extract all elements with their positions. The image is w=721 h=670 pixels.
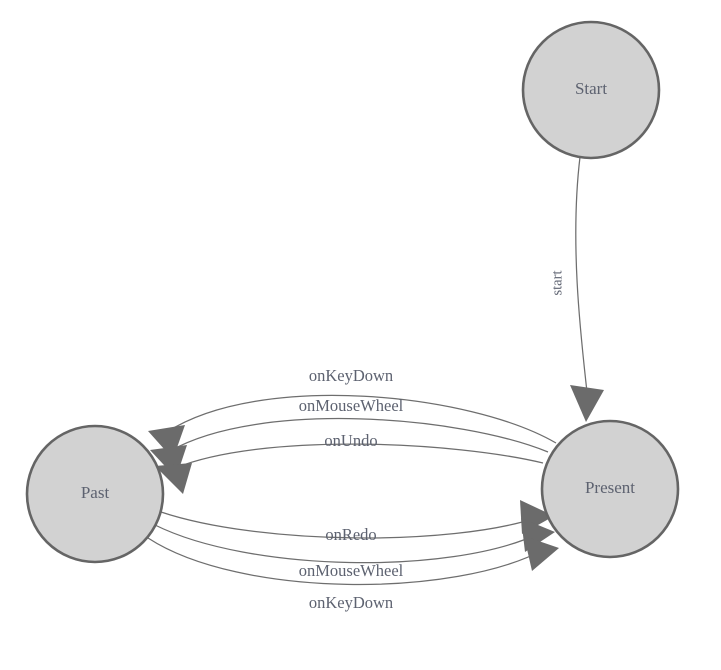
node-present-label: Present [585, 478, 635, 497]
edge-past-to-present-onkeydown[interactable]: onKeyDown [147, 536, 559, 612]
edge-path-start-present [575, 156, 588, 393]
node-start-circle [521, 20, 661, 160]
edge-label-start: start [549, 271, 565, 296]
edge-past-to-present-onmousewheel[interactable]: onMouseWheel [154, 518, 555, 580]
edge-path-past-present-redo [160, 511, 537, 539]
edge-label-past-present-keydown: onKeyDown [309, 593, 393, 612]
edge-path-present-past-undo [174, 443, 544, 469]
edge-label-past-present-wheel: onMouseWheel [299, 561, 404, 580]
arrowhead-present-past-undo [155, 463, 192, 494]
node-past[interactable]: Past [25, 424, 165, 564]
edge-label-present-past-wheel: onMouseWheel [299, 396, 404, 415]
node-past-label: Past [81, 483, 110, 502]
edge-present-to-past-onundo[interactable]: onUndo [155, 431, 544, 494]
arrowhead-start-present [570, 385, 604, 422]
edge-label-past-present-redo: onRedo [325, 525, 376, 544]
node-present[interactable]: Present [540, 419, 680, 559]
node-start[interactable]: Start [521, 20, 661, 160]
edge-path-past-present-wheel [154, 524, 539, 564]
edge-path-present-past-keydown [166, 394, 557, 444]
edge-past-to-present-onredo[interactable]: onRedo [160, 500, 554, 544]
arrowhead-past-present-keydown [524, 536, 559, 571]
edge-path-present-past-wheel [169, 417, 549, 453]
edge-label-present-past-keydown: onKeyDown [309, 366, 393, 385]
edge-start-to-present[interactable]: start [549, 156, 604, 422]
node-past-circle [25, 424, 165, 564]
edge-label-present-past-undo: onUndo [324, 431, 377, 450]
edge-path-past-present-keydown [147, 537, 546, 586]
node-present-circle [540, 419, 680, 559]
node-start-label: Start [575, 79, 607, 98]
